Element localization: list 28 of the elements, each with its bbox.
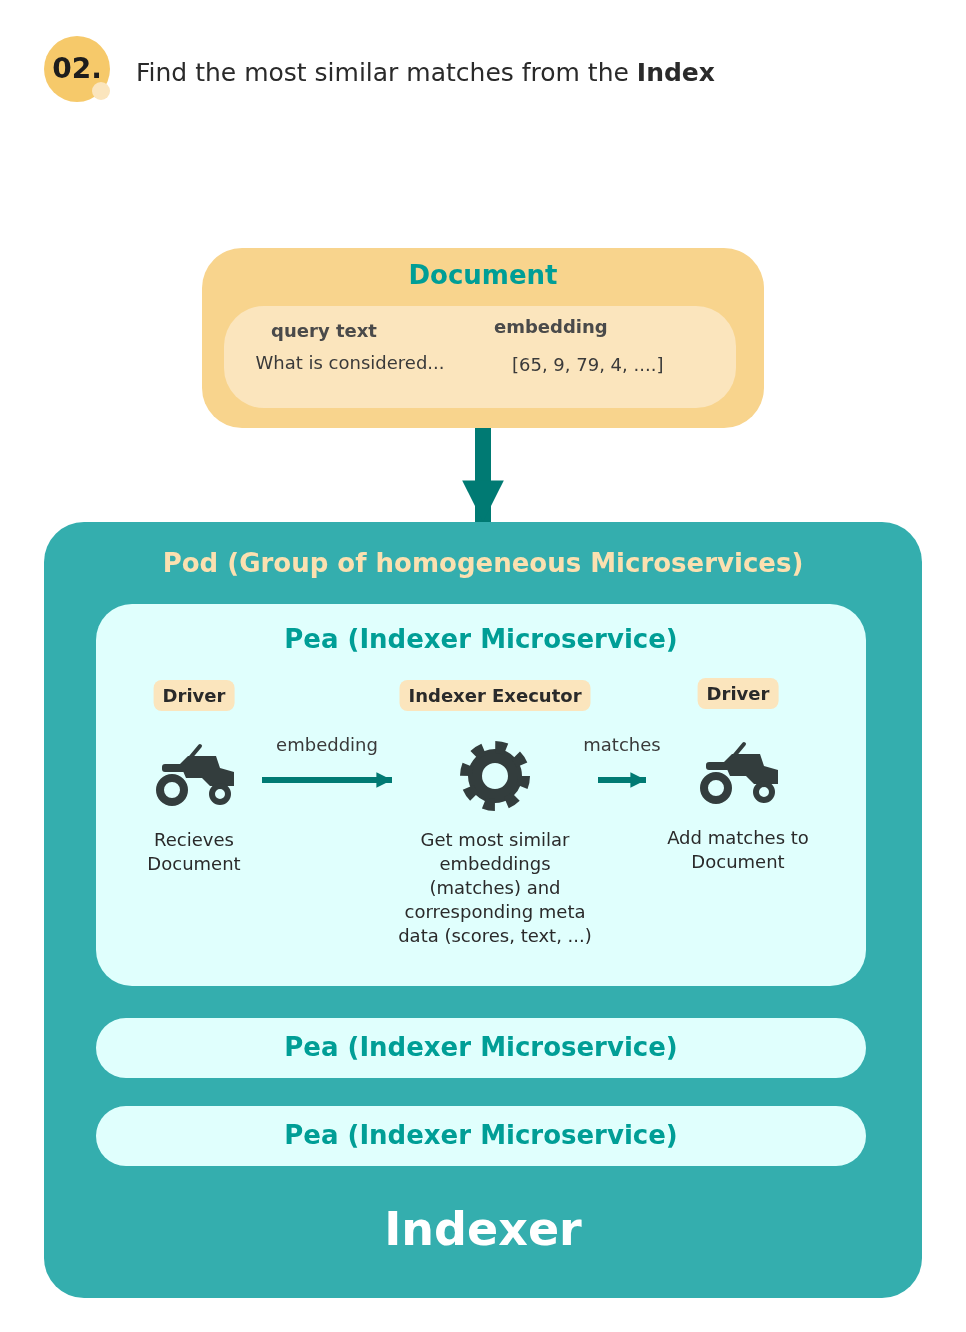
edge-label: embedding (274, 734, 380, 755)
arrow (598, 772, 646, 788)
panel-title: Pea (Indexer Microservice) (283, 1032, 679, 1062)
role-tag: Indexer Executor (399, 680, 591, 711)
field-value: What is considered... (254, 352, 446, 373)
description: Get most similar embeddings (matches) and corresponding meta data (scores, text, ...) (397, 828, 593, 948)
pea-bar (96, 1018, 866, 1078)
description: Recieves Document (146, 828, 242, 876)
container-name: Indexer (383, 1202, 583, 1256)
arrow (262, 772, 392, 788)
field-value: [65, 9, 79, 4, ....] (512, 354, 665, 375)
container-title: Pod (Group of homogeneous Microservices) (161, 548, 805, 578)
role-tag: Driver (153, 680, 235, 711)
role-tag: Driver (697, 678, 779, 709)
arrow (462, 428, 504, 522)
document-card (202, 248, 764, 428)
description: Add matches to Document (666, 826, 810, 874)
pod-container (44, 522, 922, 1298)
panel-title: Pea (Indexer Microservice) (283, 1120, 679, 1150)
fields-panel (224, 306, 736, 408)
pea-panel (96, 604, 866, 986)
panel-title: Pea (Indexer Microservice) (283, 624, 679, 654)
field-name: embedding (494, 316, 609, 337)
card-title: Document (407, 260, 559, 290)
field-name: query text (270, 320, 378, 341)
heading: Find the most similar matches from the Index (136, 58, 715, 87)
step-number: 02. (44, 36, 110, 102)
pea-bar (96, 1106, 866, 1166)
